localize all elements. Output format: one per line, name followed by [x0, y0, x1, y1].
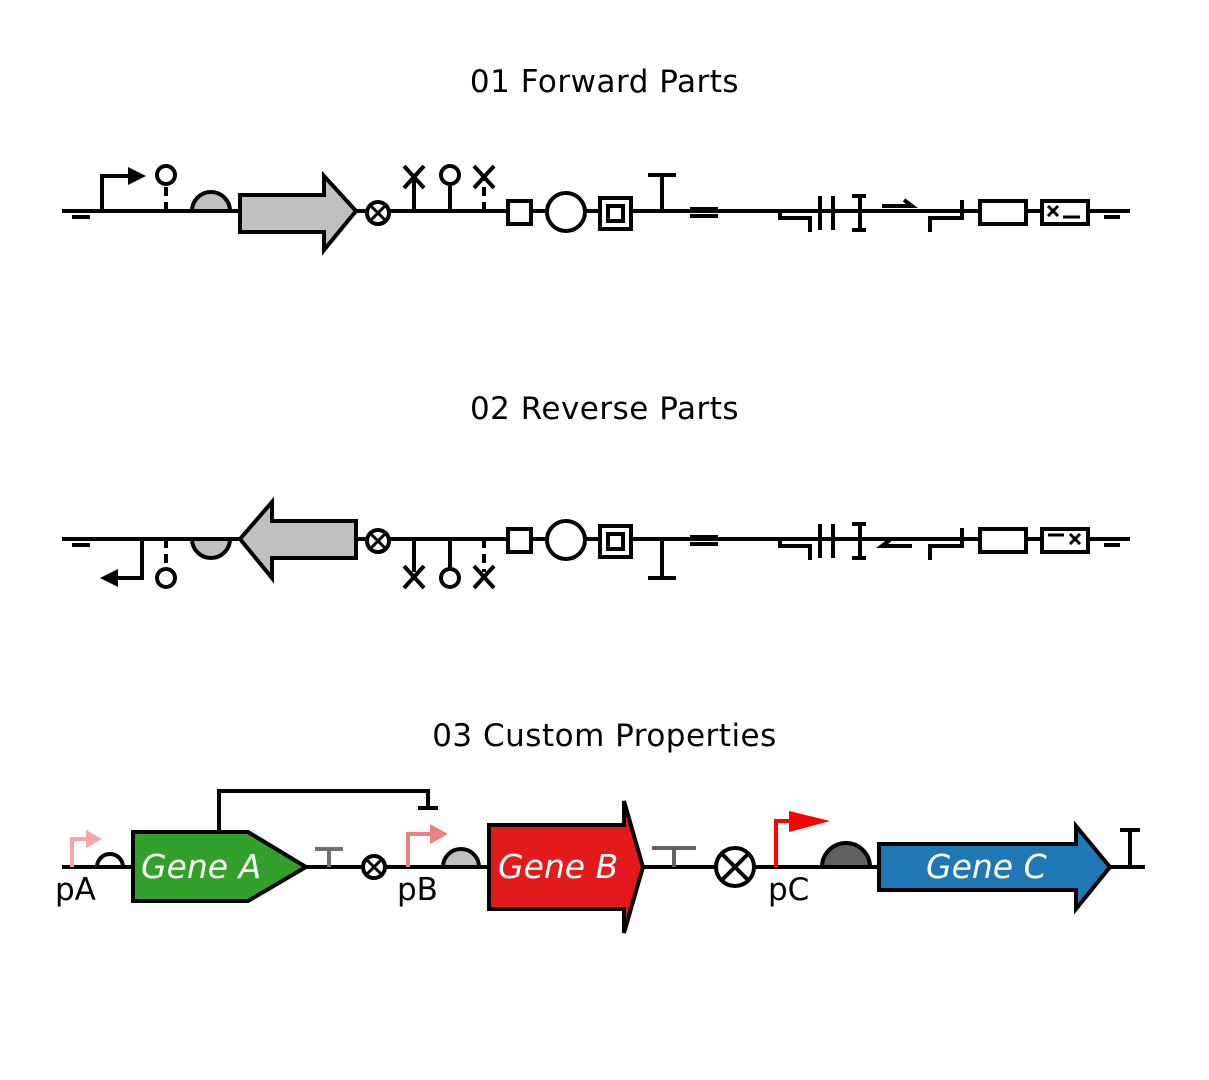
double-square-rev-inner — [606, 532, 625, 551]
cds-rev-icon — [237, 496, 358, 584]
ribonuclease-site-rev-icon — [155, 567, 177, 589]
user-defined-a-cross — [365, 858, 383, 876]
spacer-icon — [978, 199, 1028, 226]
promoter-pA-label: pA — [55, 872, 96, 908]
promoter-pB-icon — [406, 832, 432, 867]
protein-stability-rev-icon — [439, 567, 461, 589]
primer-site-icon — [1040, 199, 1090, 226]
rbs-b-icon — [440, 847, 482, 869]
sticky-end-5-rev-icon — [778, 539, 812, 560]
panel-title-custom: 03 Custom Properties — [432, 718, 777, 754]
promoter-pC-label: pC — [768, 872, 809, 908]
small-square-icon — [506, 199, 533, 226]
rnase-site-rev-icon — [472, 564, 496, 590]
spacer-rev-icon — [978, 527, 1028, 554]
primer-site-rev-icon — [1040, 527, 1090, 554]
terminator-a-icon — [315, 847, 343, 867]
promoter-pC-arrowhead-icon — [789, 811, 830, 832]
cds-icon — [238, 170, 359, 256]
rbs-a-icon — [94, 852, 126, 869]
rbs-rev-icon — [189, 537, 233, 560]
sticky-end-3-icon — [928, 200, 964, 232]
panel-title-reverse: 02 Reverse Parts — [469, 391, 740, 427]
promoter-icon — [100, 174, 130, 211]
sticky-end-3-rev-icon — [928, 528, 964, 560]
user-defined-cross — [369, 204, 387, 222]
terminator-b-icon — [652, 846, 696, 867]
gene-a-cds — [131, 830, 310, 903]
rbs-icon — [189, 190, 233, 213]
promoter-pA-icon — [70, 837, 88, 867]
origin-circle-icon — [545, 191, 587, 233]
gene-c-label: Gene C — [926, 847, 1047, 886]
protease-site-rev-icon — [402, 564, 426, 590]
promoter-rev-icon — [116, 539, 144, 580]
ribonuclease-site-icon — [155, 164, 177, 186]
terminator-icon — [648, 173, 676, 211]
signature-icon — [882, 198, 918, 208]
gene-c-cds — [877, 820, 1113, 915]
origin-circle-rev-icon — [545, 519, 587, 561]
rnase-site-icon — [472, 164, 496, 190]
protease-site-icon — [402, 164, 426, 190]
terminator-c-icon — [1120, 828, 1140, 867]
custom-properties-row: pA Gene A pB Gene B pC Gene C — [55, 789, 1145, 934]
user-defined-rev-cross — [369, 532, 387, 550]
reverse-parts-row — [62, 496, 1130, 590]
promoter-rev-arrowhead-icon — [100, 569, 118, 587]
gene-b-label: Gene B — [498, 847, 618, 886]
double-line-rev-icon — [690, 535, 718, 546]
small-square-rev-icon — [506, 527, 533, 554]
rbs-c-icon — [819, 841, 873, 869]
primer-site-rev-marks — [1048, 532, 1082, 546]
promoter-pB-label: pB — [397, 872, 438, 908]
protein-stability-icon — [439, 164, 461, 186]
forward-parts-row — [62, 164, 1130, 256]
sticky-end-5-icon — [778, 211, 812, 232]
double-square-inner — [606, 204, 625, 223]
signature-rev-icon — [876, 538, 912, 548]
promoter-pA-arrowhead-icon — [86, 830, 102, 848]
bracket-icon — [852, 194, 866, 232]
repression-arc — [217, 789, 430, 832]
promoter-arrowhead-icon — [128, 167, 146, 185]
primer-site-marks — [1046, 204, 1080, 219]
terminator-rev-icon — [648, 539, 676, 580]
promoter-pB-arrowhead-icon — [430, 824, 448, 844]
bracket-rev-icon — [852, 522, 866, 560]
user-defined-b-cross — [720, 852, 750, 882]
gene-a-label: Gene A — [141, 847, 261, 886]
double-line-icon — [690, 207, 718, 218]
panel-title-forward: 01 Forward Parts — [469, 64, 740, 100]
gene-b-cds — [487, 800, 646, 934]
